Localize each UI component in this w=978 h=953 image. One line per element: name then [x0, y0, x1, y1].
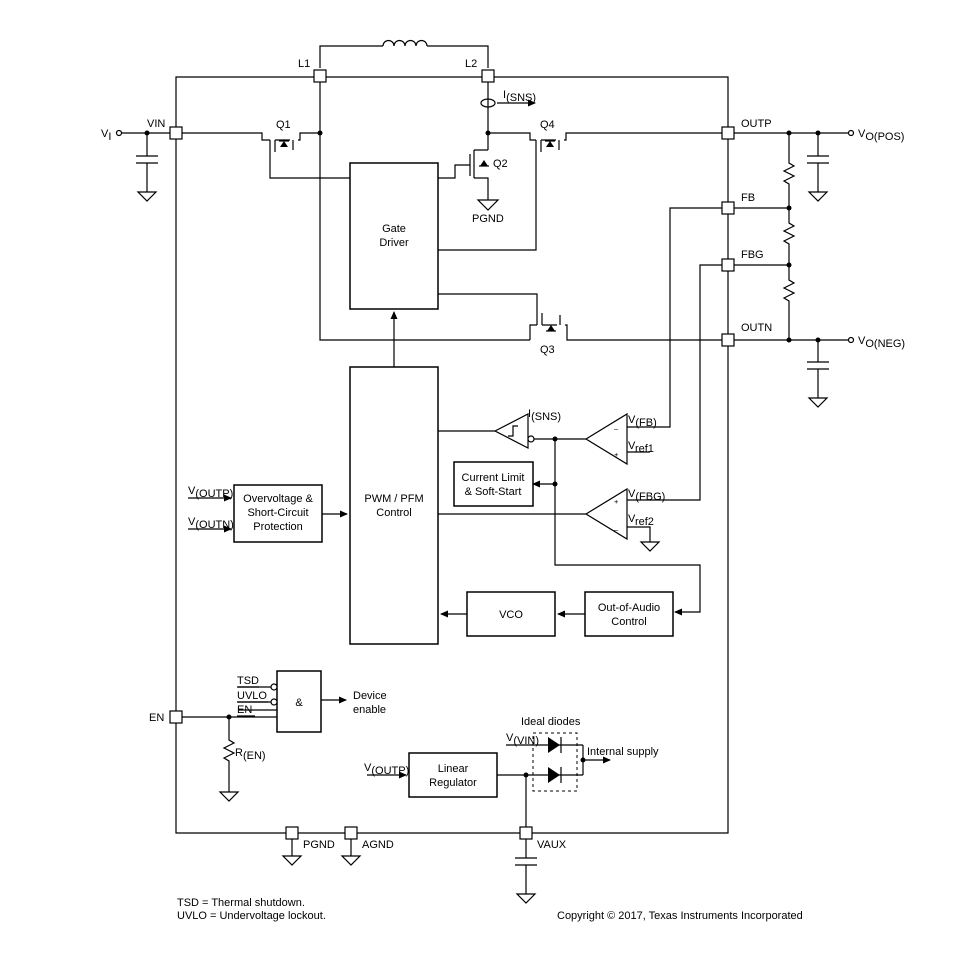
- ground-icon: [218, 791, 240, 802]
- vfb-label: V(FB): [628, 414, 657, 429]
- current-limit-line2: & Soft-Start: [465, 486, 522, 498]
- ground-icon: [515, 893, 537, 904]
- vopos-label: VO(POS): [858, 128, 904, 143]
- pin-l1-label: L1: [298, 58, 310, 70]
- vi-label: VI: [101, 128, 111, 143]
- footnote-uvlo: UVLO = Undervoltage lockout.: [177, 910, 326, 922]
- pin-en-label: EN: [149, 712, 164, 724]
- tsd-input-label: TSD: [237, 675, 259, 687]
- error-amp-fb: – +: [584, 207, 723, 466]
- voutn-ovp-label: V(OUTN): [188, 516, 234, 531]
- ground-icon: [807, 397, 829, 408]
- out-of-audio-line1: Out-of-Audio: [598, 602, 660, 614]
- internal-supply-label: Internal supply: [587, 746, 659, 758]
- ground-icon: [136, 191, 158, 202]
- q1-label: Q1: [276, 119, 291, 131]
- gate-driver-line1: Gate: [382, 223, 406, 235]
- pin-l2-label: L2: [465, 58, 477, 70]
- svg-text:–: –: [614, 424, 619, 433]
- vvin-label: V(VIN): [506, 732, 539, 747]
- inductor: [319, 39, 489, 68]
- pwm-line1: PWM / PFM: [364, 493, 423, 505]
- current-limit-line1: Current Limit: [462, 472, 525, 484]
- l1-wire: [319, 82, 530, 341]
- pin-vin-label: VIN: [147, 118, 165, 130]
- ovp-line1: Overvoltage &: [243, 493, 313, 505]
- pin-squares: [169, 69, 735, 840]
- pwm-pfm-block: [349, 366, 439, 645]
- svg-text:+: +: [614, 450, 619, 459]
- device-enable-line2: enable: [353, 704, 386, 716]
- ground-icon: [807, 191, 829, 202]
- ic-boundary: [175, 76, 729, 834]
- copyright: Copyright © 2017, Texas Instruments Inco…: [557, 910, 803, 922]
- q4-label: Q4: [540, 119, 555, 131]
- bottom-grounds: [281, 838, 537, 904]
- ground-icon: [281, 855, 303, 866]
- error-amp-fbg: + –: [438, 264, 723, 552]
- linreg-line1: Linear: [438, 763, 469, 775]
- ovp-line2: Short-Circuit: [247, 507, 308, 519]
- enable-logic: [182, 670, 347, 802]
- svg-text:–: –: [614, 525, 619, 534]
- vref1-label: Vref1: [628, 440, 654, 455]
- pin-agnd-label: AGND: [362, 839, 394, 851]
- q3-label: Q3: [540, 344, 555, 356]
- ground-icon: [340, 855, 362, 866]
- gate-driver-block: [349, 162, 439, 367]
- q2-label: Q2: [493, 158, 508, 170]
- pgnd-ground-label: PGND: [472, 213, 504, 225]
- output-network: [734, 129, 855, 408]
- current-limit-block: [453, 461, 534, 507]
- pin-vaux-label: VAUX: [537, 839, 567, 851]
- en-input-label: EN: [237, 704, 252, 716]
- q1-transistor: [182, 132, 350, 179]
- comparator: [438, 413, 586, 449]
- q3-transistor: [438, 293, 723, 341]
- pin-fb-label: FB: [741, 192, 755, 204]
- pin-fbg-label: FBG: [741, 249, 764, 261]
- footnote-tsd: TSD = Thermal shutdown.: [177, 897, 305, 909]
- svg-text:+: +: [614, 497, 619, 506]
- q2-q4-section: [438, 82, 723, 251]
- ideal-diodes-label: Ideal diodes: [521, 716, 581, 728]
- pin-outp-label: OUTP: [741, 118, 772, 130]
- linreg-line2: Regulator: [429, 777, 477, 789]
- vco-chain: [440, 591, 674, 637]
- pin-pgnd-label: PGND: [303, 839, 335, 851]
- ground-icon: [639, 541, 661, 552]
- isns-comp-label: I(SNS): [528, 408, 561, 423]
- and-gate-label: &: [295, 697, 303, 709]
- voneg-label: VO(NEG): [858, 335, 905, 350]
- vco-label: VCO: [499, 609, 523, 621]
- vin-input: [115, 129, 170, 202]
- voutp-linreg-label: V(OUTP): [364, 762, 409, 777]
- vfbg-label: V(FBG): [628, 488, 665, 503]
- ren-label: R(EN): [235, 747, 266, 762]
- voutp-ovp-label: V(OUTP): [188, 485, 233, 500]
- ground-icon: [476, 199, 500, 211]
- pin-outn-label: OUTN: [741, 322, 772, 334]
- supply-section: [367, 732, 611, 828]
- isns-top-label: I(SNS): [503, 89, 536, 104]
- out-of-audio-line2: Control: [611, 616, 646, 628]
- ovp-line3: Protection: [253, 521, 303, 533]
- ovp-block: [188, 484, 348, 543]
- gate-driver-line2: Driver: [379, 237, 409, 249]
- device-enable-line1: Device: [353, 690, 387, 702]
- uvlo-input-label: UVLO: [237, 690, 267, 702]
- vref2-label: Vref2: [628, 513, 654, 528]
- pwm-line2: Control: [376, 507, 411, 519]
